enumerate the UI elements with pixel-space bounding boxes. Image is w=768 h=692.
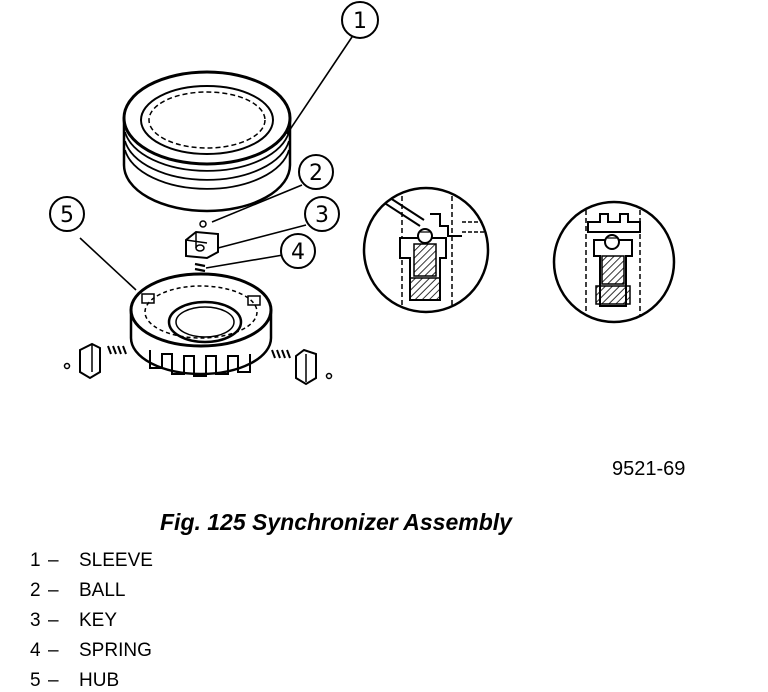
callout-1-label: 1 bbox=[353, 9, 367, 34]
callout-5-label: 5 bbox=[60, 203, 74, 228]
legend-item-hub: 5–HUB bbox=[30, 666, 153, 692]
figure-code: 9521-69 bbox=[612, 458, 686, 480]
key-part bbox=[185, 230, 219, 260]
legend-number: 2 bbox=[30, 580, 41, 601]
legend-dash: – bbox=[48, 670, 59, 691]
legend-item-key: 3–KEY bbox=[30, 606, 153, 636]
callout-4: 4 bbox=[280, 233, 316, 269]
hub-part bbox=[129, 272, 273, 377]
callout-3-label: 3 bbox=[315, 203, 329, 228]
legend-dash: – bbox=[48, 550, 59, 571]
figure-caption: Fig. 125 Synchronizer Assembly bbox=[160, 509, 512, 535]
legend-number: 1 bbox=[30, 550, 41, 571]
legend-label: BALL bbox=[79, 580, 126, 601]
left-key-spring-ball bbox=[63, 342, 127, 380]
legend-label: SLEEVE bbox=[79, 550, 153, 571]
callout-2-label: 2 bbox=[309, 161, 323, 186]
legend-number: 4 bbox=[30, 640, 41, 661]
callout-leaders bbox=[79, 36, 353, 291]
legend-number: 3 bbox=[30, 610, 41, 631]
legend-item-sleeve: 1–SLEEVE bbox=[30, 546, 153, 576]
parts-legend: 1–SLEEVE 2–BALL 3–KEY 4–SPRING 5–HUB bbox=[30, 546, 153, 692]
right-key-spring-ball bbox=[271, 348, 333, 386]
legend-number: 5 bbox=[30, 670, 41, 691]
legend-label: SPRING bbox=[79, 640, 152, 661]
callout-1: 1 bbox=[341, 1, 379, 39]
legend-label: KEY bbox=[79, 610, 118, 631]
detail-view-right bbox=[552, 200, 676, 324]
synchronizer-illustration: 1 2 3 4 5 bbox=[49, 1, 676, 386]
legend-item-spring: 4–SPRING bbox=[30, 636, 153, 666]
callout-2: 2 bbox=[298, 154, 334, 190]
legend-dash: – bbox=[48, 610, 59, 631]
legend-label: HUB bbox=[79, 670, 120, 691]
callout-4-label: 4 bbox=[291, 240, 305, 265]
callout-5: 5 bbox=[49, 196, 85, 232]
sleeve-part bbox=[122, 70, 292, 213]
legend-dash: – bbox=[48, 580, 59, 601]
detail-view-left bbox=[362, 186, 490, 314]
callout-3: 3 bbox=[304, 196, 340, 232]
legend-item-ball: 2–BALL bbox=[30, 576, 153, 606]
ball-part bbox=[199, 220, 207, 228]
legend-dash: – bbox=[48, 640, 59, 661]
